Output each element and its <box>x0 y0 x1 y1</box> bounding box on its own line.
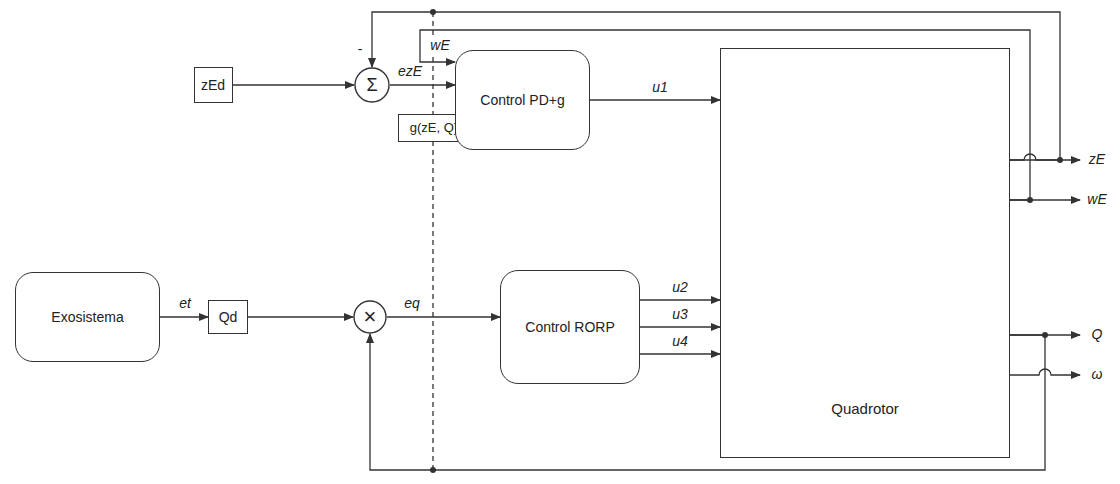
signal-label: u4 <box>670 334 690 349</box>
node-text: Qd <box>219 309 238 325</box>
junction-dots <box>430 9 1063 473</box>
signal-arrow <box>640 299 720 300</box>
signal-label: ezE <box>396 64 424 79</box>
signal-label: u2 <box>670 280 690 295</box>
output-label: zE <box>1087 152 1107 167</box>
output-label: ω <box>1090 367 1105 382</box>
signal-label: eq <box>402 296 422 311</box>
node-text: Quadrotor <box>831 400 899 417</box>
signal-arrow <box>590 99 720 100</box>
signal-arrow <box>387 316 500 317</box>
summing-junction: Σ <box>354 67 390 103</box>
signal-arrow <box>640 353 720 354</box>
signal-label: wE <box>428 38 451 53</box>
sign-label: - <box>356 42 365 57</box>
product-junction: × <box>353 300 387 334</box>
signal-label: u1 <box>650 80 670 95</box>
quaternion-box: Qd <box>208 300 248 334</box>
signal-label: u3 <box>670 307 690 322</box>
controller-box: Control PD+g <box>455 50 590 150</box>
node-text: Control PD+g <box>480 92 564 108</box>
node-text: zEd <box>201 77 225 93</box>
dashed-tap <box>432 142 433 470</box>
output-label: wE <box>1085 192 1108 207</box>
signal-arrow <box>233 84 355 85</box>
plant-box: Quadrotor <box>720 48 1010 458</box>
node-text: Σ <box>366 75 377 96</box>
output-label: Q <box>1090 327 1105 342</box>
reference-box: zEd <box>194 67 233 103</box>
node-text: × <box>364 304 377 329</box>
signal-arrow <box>160 316 208 317</box>
signal-arrow <box>390 84 455 85</box>
signal-arrow <box>248 316 353 317</box>
signal-label: et <box>177 296 193 311</box>
signal-arrow <box>640 326 720 327</box>
dashed-tap <box>432 12 433 114</box>
node-text: Exosistema <box>51 309 123 325</box>
controller-box: Control RORP <box>500 270 640 384</box>
node-text: g(zE, Q) <box>410 121 458 136</box>
exosystem-box: Exosistema <box>15 272 160 362</box>
output-line <box>1010 154 1080 160</box>
node-text: Control RORP <box>525 319 614 335</box>
